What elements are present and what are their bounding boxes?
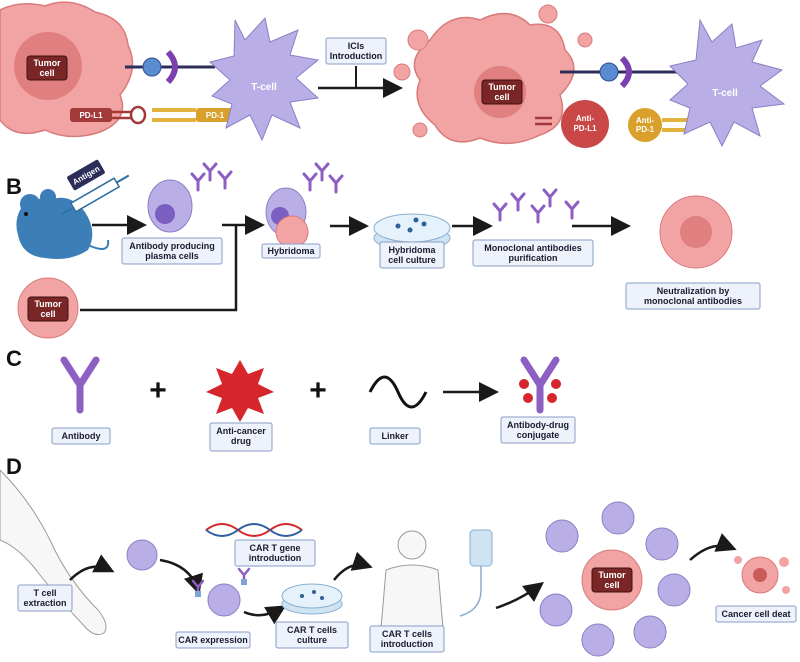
dna-icon xyxy=(205,523,303,537)
gene-box xyxy=(234,539,316,567)
tumor-label-box-2 xyxy=(481,79,523,105)
patient-icon xyxy=(379,530,445,641)
linker-box xyxy=(369,427,421,445)
arrow-d2 xyxy=(159,558,203,595)
neutralization-box xyxy=(625,282,761,310)
syringe-icon xyxy=(60,174,130,216)
arrow-tumor-join xyxy=(80,226,238,312)
iv-bag-icon xyxy=(459,529,493,617)
arm-icon xyxy=(0,469,107,636)
purification-box xyxy=(472,239,594,267)
hybridoma-icon xyxy=(265,162,344,249)
anti-pd-1-icon xyxy=(628,108,662,142)
panel-b-letter: B xyxy=(6,174,22,199)
t-cell-2-label: T-cell xyxy=(712,88,738,99)
hybridoma-label: Hybridoma xyxy=(267,246,315,256)
drug-box xyxy=(209,422,273,452)
expression-box xyxy=(175,631,251,649)
arrow-d3 xyxy=(243,605,287,625)
petri-dish-d xyxy=(281,583,343,615)
anti-pd-1-label: Anti-PD-1 xyxy=(636,116,655,134)
pd-l1-tag xyxy=(70,108,112,122)
adc-box xyxy=(500,416,576,444)
mhc-icon xyxy=(142,57,162,77)
antibody-icon xyxy=(60,356,100,414)
plus-2: + xyxy=(309,374,327,407)
panel-c-letter: C xyxy=(6,346,22,371)
death-label: Cancer cell deat xyxy=(721,609,790,619)
linker-label: Linker xyxy=(381,431,409,441)
t-cell-label: T-cell xyxy=(251,82,277,93)
tumor-attack-icon xyxy=(539,501,691,657)
plasma-cell-icon xyxy=(147,162,233,233)
tumor-label-box-d xyxy=(591,567,633,593)
pd-1-receptor xyxy=(152,108,196,122)
drug-icon xyxy=(206,360,274,422)
tumor-label-box xyxy=(26,55,68,81)
arrow-d1 xyxy=(69,554,115,581)
t-cell-d xyxy=(126,539,158,571)
arrow-d4 xyxy=(333,551,373,581)
linker-icon xyxy=(368,375,428,409)
extraction-box xyxy=(17,584,73,612)
antibody-box xyxy=(51,427,111,445)
pd-l1-head xyxy=(129,105,147,125)
death-box xyxy=(715,605,797,623)
pd-l1-label: PD-L1 xyxy=(79,111,103,120)
adc-icon xyxy=(519,356,561,414)
introduction-box xyxy=(369,625,445,653)
mouse-icon xyxy=(16,189,110,259)
anti-pd-l1-label: Anti-PD-L1 xyxy=(573,114,597,133)
antibody-label: Antibody xyxy=(62,431,101,441)
tcr-icon xyxy=(165,49,178,85)
icis-box xyxy=(325,37,387,65)
hybridoma-box xyxy=(261,243,321,259)
tumor-label-box-b xyxy=(27,296,69,322)
arrow-d6 xyxy=(689,533,737,561)
neutralized-tumor-icon xyxy=(659,195,733,269)
plus-1: + xyxy=(149,374,167,407)
car-receptor-2 xyxy=(237,567,251,587)
culture-box-d xyxy=(275,621,349,649)
panel-d-letter: D xyxy=(6,454,22,479)
plasma-box xyxy=(121,237,223,265)
car-receptor-1 xyxy=(191,579,205,599)
pd-l1-receptor xyxy=(112,110,132,120)
expression-label: CAR expression xyxy=(178,635,248,645)
antibodies-icon xyxy=(492,188,580,224)
tcr-icon-2 xyxy=(619,55,632,89)
dead-cell-icon xyxy=(734,556,790,594)
mhc-icon-2 xyxy=(599,62,619,82)
anti-pd-l1-icon xyxy=(561,100,609,148)
anti-pd-l1-stem xyxy=(535,116,552,126)
pd-1-label: PD-1 xyxy=(206,111,225,120)
pd-1-tag xyxy=(196,108,234,122)
culture-box xyxy=(379,241,445,269)
antigen-tag xyxy=(67,159,105,191)
t-cell-2-shape xyxy=(669,18,786,148)
t-cell-shape xyxy=(208,16,320,142)
car-t-cell-d xyxy=(207,583,241,617)
arrow-d5 xyxy=(495,582,545,610)
